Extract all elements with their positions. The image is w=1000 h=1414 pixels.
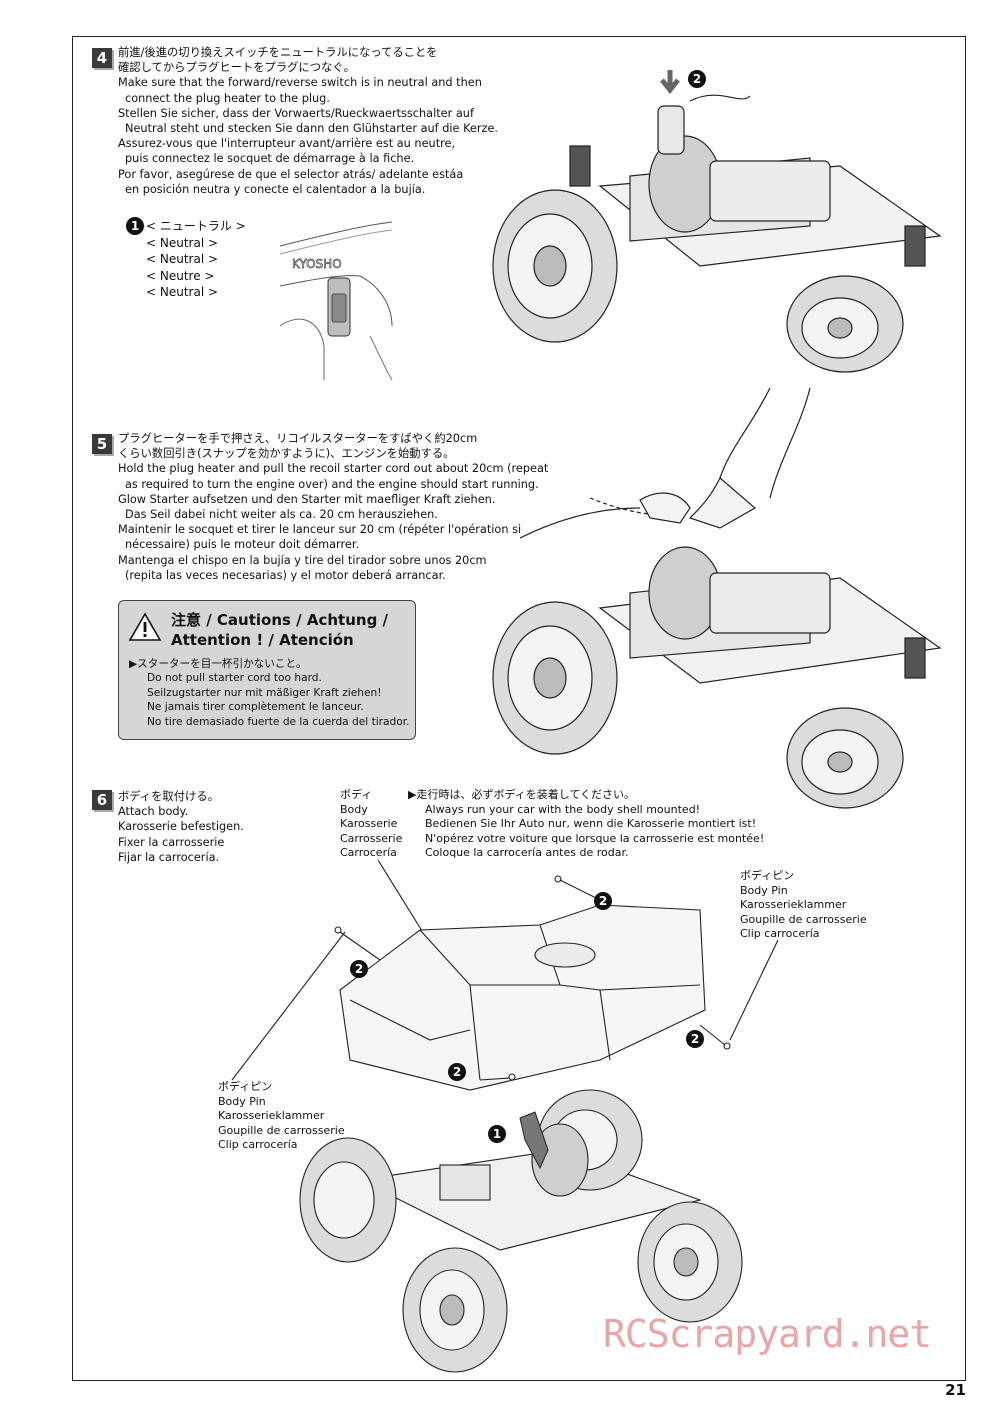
step-6-number: 6 xyxy=(92,790,112,810)
instruction-line: (repita las veces necesarias) y el motor… xyxy=(125,568,446,582)
body-pin-label-left: ボディピン Body Pin Karosserieklammer Goupill… xyxy=(218,1080,345,1153)
watermark-text: RCScrapyard.net xyxy=(603,1312,932,1356)
instruction-line: Karosserie befestigen. xyxy=(118,820,244,834)
notice-line: N'opérez votre voiture que lorsque la ca… xyxy=(425,831,765,845)
caution-lines: ▶スターターを目一杯引かないこと。 Do not pull starter co… xyxy=(129,657,410,729)
caution-title-line: 注意 / Cautions / Achtung / xyxy=(171,611,389,629)
pin-label-line: ボディピン xyxy=(218,1080,273,1093)
notice-line: Coloque la carrocería antes de rodar. xyxy=(425,846,629,860)
page-number: 21 xyxy=(945,1381,966,1399)
pin-label-line: ボディピン xyxy=(740,869,795,882)
pin-label-line: Body Pin xyxy=(740,883,788,897)
body-pin-label-right: ボディピン Body Pin Karosserieklammer Goupill… xyxy=(740,869,867,942)
pin-label-line: Karosserieklammer xyxy=(218,1109,325,1123)
instruction-line: puis connectez le socquet de démarrage à… xyxy=(125,152,415,166)
page-frame xyxy=(72,36,966,1381)
callout-number-2: 2 xyxy=(594,892,612,910)
body-label-line: Body xyxy=(340,802,368,816)
instruction-line: Assurez-vous que l'interrupteur avant/ar… xyxy=(118,137,456,151)
truck-starting-illustration-step5 xyxy=(492,387,942,809)
body-label-line: Carrosserie xyxy=(340,831,403,845)
callout-number-2: 2 xyxy=(686,1030,704,1048)
step-6-instructions: ボディを取付ける。 Attach body. Karosserie befest… xyxy=(118,789,244,865)
callout-number-2: 2 xyxy=(688,70,706,88)
caution-line: ▶スターターを目一杯引かないこと。 xyxy=(129,658,307,670)
pin-label-line: Clip carrocería xyxy=(740,927,820,941)
caution-title-line: Attention ! / Atención xyxy=(171,631,354,649)
neutral-label: < ニュートラル > xyxy=(146,219,246,233)
caution-title: 注意 / Cautions / Achtung / Attention ! / … xyxy=(171,610,388,650)
neutral-label: < Neutral > xyxy=(146,285,219,299)
switch-closeup-illustration: KYOSHO xyxy=(279,221,393,381)
caution-box: 注意 / Cautions / Achtung / Attention ! / … xyxy=(118,600,416,740)
instruction-line: 前進/後進の切り換えスイッチをニュートラルになってることを xyxy=(118,46,438,59)
instruction-line: Attach body. xyxy=(118,805,189,819)
pin-label-line: Clip carrocería xyxy=(218,1138,298,1152)
truck-chassis-illustration-step4 xyxy=(492,70,942,373)
instruction-line: Fixer la carrosserie xyxy=(118,835,225,849)
instruction-line: Neutral steht und stecken Sie dann den G… xyxy=(125,122,498,136)
body-notice: ▶走行時は、必ずボディを装着してください。 Always run your ca… xyxy=(408,788,764,861)
notice-line: Bedienen Sie Ihr Auto nur, wenn die Karo… xyxy=(425,817,757,831)
step-5-instructions: プラグヒーターを手で押さえ、リコイルスターターをすばやく約20cm くらい数回引… xyxy=(118,431,548,583)
step-4-number: 4 xyxy=(92,48,112,68)
caution-line: No tire demasiado fuerte de la cuerda de… xyxy=(147,715,410,728)
body-label-line: Karosserie xyxy=(340,817,398,831)
instruction-line: Maintenir le socquet et tirer le lanceur… xyxy=(118,523,522,537)
notice-line: ▶走行時は、必ずボディを装着してください。 xyxy=(408,788,636,801)
instruction-line: nécessaire) puis le moteur doit démarrer… xyxy=(125,538,360,552)
caution-line: Ne jamais tirer complètement le lanceur. xyxy=(147,701,364,714)
body-label: ボディ Body Karosserie Carrosserie Carrocer… xyxy=(340,788,402,861)
instruction-line: as required to turn the engine over) and… xyxy=(125,477,539,491)
neutral-switch-labels: < ニュートラル > < Neutral > < Neutral > < Neu… xyxy=(146,218,246,301)
brand-logo: KYOSHO xyxy=(292,257,342,271)
pin-label-line: Body Pin xyxy=(218,1094,266,1108)
warning-icon xyxy=(128,612,162,641)
body-label-line: Carrocería xyxy=(340,846,397,860)
instruction-line: Make sure that the forward/reverse switc… xyxy=(118,76,482,90)
callout-number-1: 1 xyxy=(488,1125,506,1143)
step-4-instructions: 前進/後進の切り換えスイッチをニュートラルになってることを 確認してからプラグヒ… xyxy=(118,45,498,197)
instruction-line: Glow Starter aufsetzen und den Starter m… xyxy=(118,492,496,506)
instruction-line: くらい数回引き(スナップを効かすように)、エンジンを始動する。 xyxy=(118,447,455,461)
instruction-line: Fijar la carrocería. xyxy=(118,850,220,864)
neutral-label: < Neutre > xyxy=(146,268,215,283)
pin-label-line: Goupille de carrosserie xyxy=(218,1123,345,1137)
caution-line: Seilzugstarter nur mit mäßiger Kraft zie… xyxy=(147,686,382,699)
pin-label-line: Karosserieklammer xyxy=(740,898,847,912)
instruction-line: Stellen Sie sicher, dass der Vorwaerts/R… xyxy=(118,106,474,120)
instruction-line: プラグヒーターを手で押さえ、リコイルスターターをすばやく約20cm xyxy=(118,432,478,445)
instruction-line: en posición neutra y conecte el calentad… xyxy=(125,182,426,196)
callout-number-2: 2 xyxy=(350,960,368,978)
instruction-line: connect the plug heater to the plug. xyxy=(125,91,330,105)
step-5-number: 5 xyxy=(92,434,112,454)
body-label-line: ボディ xyxy=(340,788,373,801)
callout-number-1: 1 xyxy=(126,217,144,235)
neutral-label: < Neutral > xyxy=(146,235,219,250)
instruction-line: 確認してからプラグヒートをプラグにつなぐ。 xyxy=(118,61,355,75)
instruction-line: Por favor, asegúrese de que el selector … xyxy=(118,167,464,181)
callout-number-2: 2 xyxy=(448,1063,466,1081)
instruction-line: Mantenga el chispo en la bujía y tire de… xyxy=(118,553,487,567)
notice-line: Always run your car with the body shell … xyxy=(425,802,701,816)
caution-line: Do not pull starter cord too hard. xyxy=(147,672,322,685)
instruction-line: ボディを取付ける。 xyxy=(118,790,219,803)
instruction-line: Das Seil dabei nicht weiter als ca. 20 c… xyxy=(125,508,438,522)
pin-label-line: Goupille de carrosserie xyxy=(740,912,867,926)
instruction-line: Hold the plug heater and pull the recoil… xyxy=(118,462,549,476)
neutral-label: < Neutral > xyxy=(146,252,219,266)
